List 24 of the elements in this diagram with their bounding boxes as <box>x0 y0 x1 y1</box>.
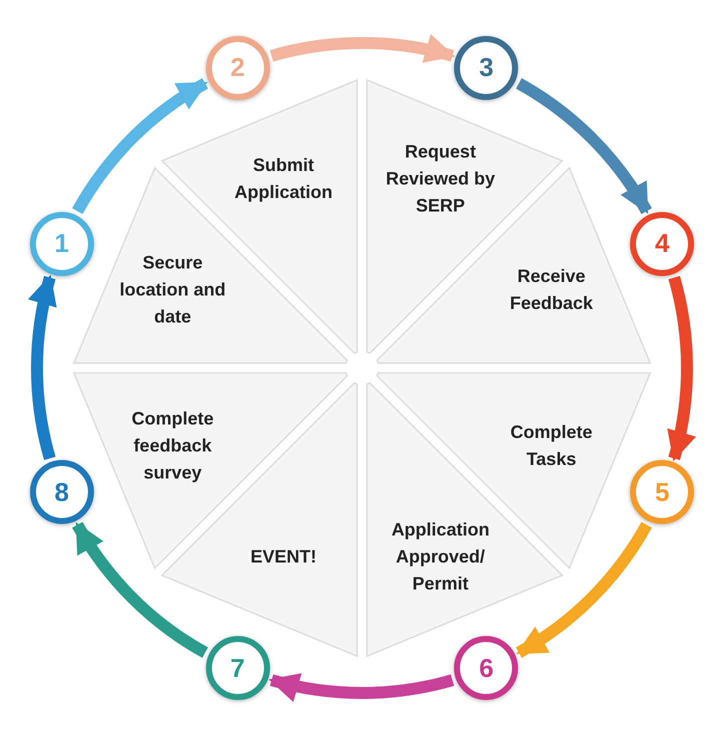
arrow <box>270 35 456 64</box>
step-number-circle: 3 <box>454 36 518 100</box>
arrow <box>72 78 208 214</box>
step-label: Complete feedback survey <box>130 408 215 485</box>
step-label: Complete Tasks <box>509 421 594 472</box>
step-number-circle: 2 <box>206 36 270 100</box>
step-label: Submit Application <box>234 154 334 204</box>
arrow <box>516 78 652 214</box>
arrow <box>516 522 652 658</box>
step-number-circle: 6 <box>454 636 518 700</box>
arrow <box>72 522 208 658</box>
step-label: Secure location and date <box>118 251 227 328</box>
step-number-circle: 1 <box>30 212 94 276</box>
arrow <box>268 672 454 701</box>
step-label: Receive Feedback <box>508 264 594 315</box>
step-label: EVENT! <box>250 546 318 569</box>
step-number-circle: 5 <box>630 460 694 524</box>
arrow <box>29 274 58 460</box>
step-number-circle: 7 <box>206 636 270 700</box>
arrow <box>666 276 695 462</box>
step-number-circle: 4 <box>630 212 694 276</box>
step-label: Request Reviewed by SERP <box>384 140 496 218</box>
step-label: Application Approved/ Permit <box>390 518 490 596</box>
step-number-circle: 8 <box>30 460 94 524</box>
